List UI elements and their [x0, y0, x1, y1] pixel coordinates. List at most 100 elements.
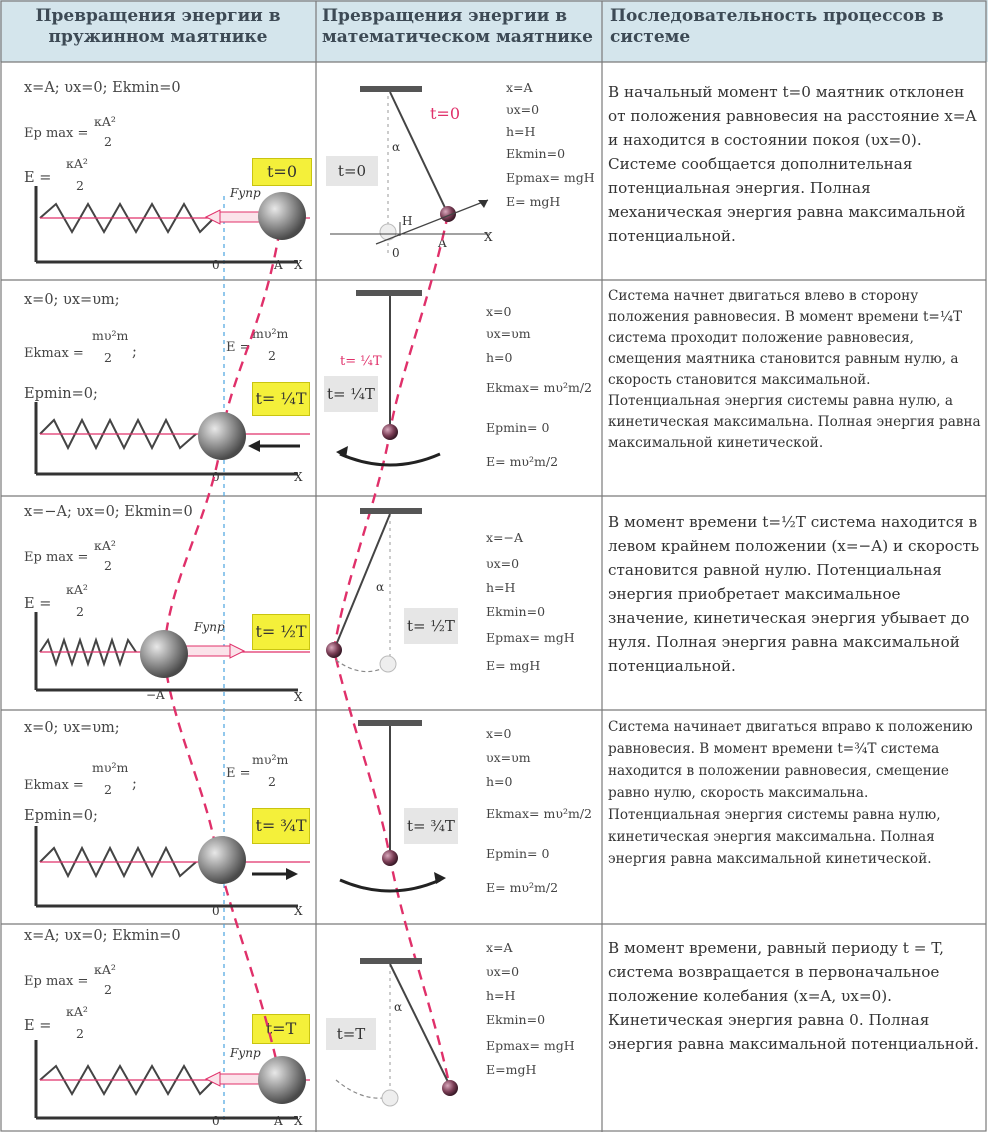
row3-time-badge: t= ½T: [252, 614, 310, 650]
row3-v3: Ekmin=0: [486, 604, 546, 619]
row2-v0: x=0: [486, 304, 512, 319]
row5-axis-0: 0: [212, 1114, 220, 1128]
row5-v5: E=mgH: [486, 1062, 537, 1077]
row1-math-time: t=0: [326, 156, 378, 186]
row4-math-time: t= ¾T: [404, 808, 458, 844]
row2-v1: υx=υm: [486, 326, 531, 341]
row2-e-den: 2: [268, 348, 276, 363]
row2-math-time: t= ¼T: [324, 376, 378, 412]
row1-ep-num: κA²: [94, 114, 116, 129]
row1-math-time-red: t=0: [430, 104, 461, 123]
row2-v4: Epmin= 0: [486, 420, 550, 435]
row2-e-num: mυ²m: [252, 326, 289, 341]
row5-ep-label: Ep max =: [24, 974, 89, 989]
row3-ep-num: κA²: [94, 538, 116, 553]
row5-v0: x=A: [486, 940, 513, 955]
row2-spring-drawing: [34, 402, 310, 476]
row4-axis-0: 0: [212, 904, 220, 918]
row2-axis-X: X: [294, 470, 303, 484]
row2-v3: Ekmax= mυ²m/2: [486, 380, 592, 395]
row3-ep-den: 2: [104, 558, 112, 573]
row3-math-time: t= ½T: [404, 608, 458, 644]
row1-v0: x=A: [506, 80, 533, 95]
row3-v5: E= mgH: [486, 658, 541, 673]
row1-axis-A: A: [274, 258, 283, 272]
row1-v3: Ekmin=0: [506, 146, 566, 161]
row3-v4: Epmax= mgH: [486, 630, 575, 645]
row3-v2: h=H: [486, 580, 516, 595]
spring-trajectory: [162, 213, 284, 1087]
row2-v2: h=0: [486, 350, 513, 365]
row5-ep-den: 2: [104, 982, 112, 997]
row5-e-den: 2: [76, 1026, 84, 1041]
row2-time-badge: t= ¼T: [252, 382, 310, 416]
row2-ek-den: 2: [104, 350, 112, 365]
row1-axis-0: 0: [212, 258, 220, 272]
row5-axis-A: A: [274, 1114, 283, 1128]
row5-force-label: Fупр: [230, 1046, 261, 1060]
row2-math-drawing: [336, 290, 441, 467]
row1-v1: υx=0: [506, 102, 540, 117]
row1-v2: h=H: [506, 124, 536, 139]
row4-v3: Ekmax= mυ²m/2: [486, 806, 592, 821]
row4-spring-drawing: [34, 826, 310, 908]
row1-force-label: Fупр: [230, 186, 261, 200]
row2-v5: E= mυ²m/2: [486, 454, 559, 469]
row2-description: Система начнет двигаться влево в сторону…: [608, 288, 981, 451]
row3-axis-X: X: [294, 690, 303, 704]
row5-math-time: t=T: [326, 1018, 376, 1050]
row3-description: В момент времени t=½T система находится …: [608, 513, 980, 675]
row5-v3: Ekmin=0: [486, 1012, 546, 1027]
row1-ep-den: 2: [104, 134, 112, 149]
row4-v1: υx=υm: [486, 750, 531, 765]
row1-time-badge: t=0: [252, 158, 312, 186]
row4-axis-X: X: [294, 904, 303, 918]
header-spring-text: Превращения энергии в пружинном маятнике: [35, 6, 281, 47]
row4-e-den: 2: [268, 774, 276, 789]
row1-v4: Epmax= mgH: [506, 170, 595, 185]
row5-alpha: α: [394, 1000, 403, 1014]
row5-spring-drawing: [34, 1040, 310, 1120]
row2-ek-label: Ekmax =: [24, 346, 84, 361]
row5-e-num: κA²: [66, 1004, 88, 1019]
row4-ek-suffix: ;: [132, 776, 137, 792]
row1-math-axis-0: 0: [392, 246, 400, 260]
row5-e-label: E =: [24, 1018, 52, 1034]
row3-spring-drawing: [34, 612, 310, 692]
row4-v0: x=0: [486, 726, 512, 741]
row1-h-label: H: [402, 214, 413, 228]
row2-ek-suffix: ;: [132, 344, 137, 360]
row4-v4: Epmin= 0: [486, 846, 550, 861]
header-math: Превращения энергии в математическом мая…: [316, 0, 602, 62]
row2-ek-num: mυ²m: [92, 328, 129, 343]
row4-ek-num: mυ²m: [92, 760, 129, 775]
row4-v2: h=0: [486, 774, 513, 789]
row3-ep-label: Ep max =: [24, 550, 89, 565]
row1-e-label: E =: [24, 170, 52, 186]
row3-v1: υx=0: [486, 556, 520, 571]
row1-ep-label: Ep max =: [24, 126, 89, 141]
row5-v4: Epmax= mgH: [486, 1038, 575, 1053]
header-spring: Превращения энергии в пружинном маятнике: [0, 0, 316, 62]
row5-v2: h=H: [486, 988, 516, 1003]
header-process: Последовательность процессов в системе: [602, 0, 988, 62]
row3-e-den: 2: [76, 604, 84, 619]
row4-ek-den: 2: [104, 782, 112, 797]
row5-time-badge: t=T: [252, 1014, 310, 1044]
math-trajectory: [332, 213, 452, 1089]
row4-math-drawing: [339, 720, 446, 893]
row1-e-num: κA²: [66, 156, 88, 171]
row1-math-drawing: [330, 86, 490, 245]
row4-e-num: mυ²m: [252, 752, 289, 767]
row5-ep-num: κA²: [94, 962, 116, 977]
row4-description: Система начинает двигаться вправо к поло…: [608, 719, 973, 867]
row1-state: x=A; υx=0; Ekmin=0: [24, 80, 181, 96]
row2-axis-0: 0: [212, 470, 220, 484]
row5-math-drawing: [335, 958, 458, 1107]
row1-axis-X: X: [294, 258, 303, 272]
row5-axis-X: X: [294, 1114, 303, 1128]
row3-e-label: E =: [24, 596, 52, 612]
row2-state: x=0; υx=υm;: [24, 292, 120, 308]
